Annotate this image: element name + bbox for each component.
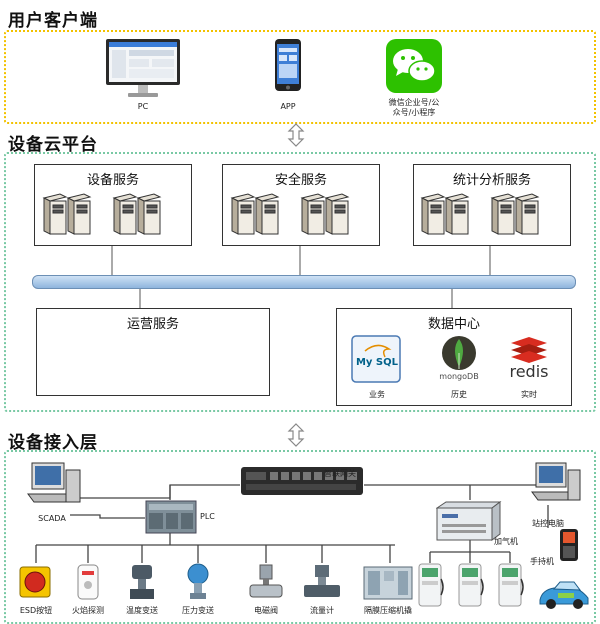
device-label: 火焰探测 [72,606,104,615]
server-icon [420,190,476,236]
operations-service-title: 运营服务 [126,317,179,332]
double-arrow-icon [287,123,305,147]
device-label: 压力变送 [182,606,214,615]
plc-label: PLC [200,512,215,521]
app-client[interactable]: APP [268,38,308,111]
wechat-client[interactable]: 微信企业号/公 众号/小程序 [374,38,454,118]
redis-db[interactable]: redis 实时 [499,335,559,399]
flow-meter[interactable]: 流量计 [298,563,346,619]
server-icon [112,190,168,236]
phone-icon [275,39,301,91]
temperature-transmitter-icon [130,565,154,599]
device-label: 电磁阀 [254,606,278,615]
flame-detector[interactable]: 火焰探测 [64,563,112,619]
plc-device-icon [145,500,197,534]
mysql-text: My SQL [355,357,399,368]
gateway-label: 智联网关 [324,469,356,478]
server-icon [300,190,356,236]
esd-button-icon [19,566,51,598]
wechat-label-2: 众号/小程序 [392,108,436,117]
pc-client[interactable]: PC [104,38,182,111]
server-icon [42,190,98,236]
client-section-frame [4,30,596,124]
server-icon [490,190,546,236]
pressure-transmitter[interactable]: 压力变送 [174,563,222,619]
wechat-label-1: 微信企业号/公 [388,98,440,107]
datacenter-box[interactable]: 数据中心 My SQL 业务 mongoDB 历史 redis 实时 [336,308,572,406]
plc-controller[interactable] [145,500,197,534]
mysql-label: 业务 [369,390,385,399]
compressor-skid-icon [363,566,413,600]
pc-monitor-icon [106,39,180,97]
access-section-title: 设备接入层 [8,433,98,453]
analytics-service-title: 统计分析服务 [452,173,531,188]
device-label: 流量计 [310,606,334,615]
temperature-transmitter[interactable]: 温度变送 [118,563,166,619]
operations-service-box[interactable]: 运营服务 [36,308,270,396]
security-service-title: 安全服务 [274,173,327,188]
mongodb-text: mongoDB [439,372,479,381]
solenoid-valve-icon [249,564,283,598]
scada-computer-icon [27,462,81,503]
dispenser-label: 加气机 [494,537,518,546]
pc-label: PC [137,102,149,111]
smart-gateway[interactable] [240,464,364,498]
esd-button[interactable]: ESD按钮 [14,563,58,619]
mongodb-leaf-icon [442,336,476,370]
cloud-section-title: 设备云平台 [8,135,98,155]
station-computer[interactable] [528,462,584,506]
gas-dispenser-icon [458,563,484,607]
double-arrow-icon [287,423,305,447]
gateway-device-icon [241,467,363,495]
pressure-transmitter-icon [187,563,209,599]
station-computer-label: 站控电脑 [532,519,564,528]
client-section-title: 用户客户端 [8,11,98,31]
cloud-section-frame [4,152,596,412]
flame-detector-icon [77,564,99,600]
wechat-icon [386,39,442,93]
solenoid-valve[interactable]: 电磁阀 [242,563,290,619]
handheld-label: 手持机 [530,557,554,566]
handheld-terminal[interactable] [558,528,580,562]
server-icon [230,190,286,236]
redis-label: 实时 [521,390,537,399]
mongodb-db[interactable]: mongoDB 历史 [429,335,489,399]
redis-text: redis [509,362,549,381]
car-icon [536,578,592,610]
station-computer-icon [531,462,581,501]
flow-meter-icon [304,565,340,597]
device-label: 温度变送 [126,606,158,615]
mysql-logo-icon [351,335,401,383]
diaphragm-compressor[interactable]: 隔膜压缩机撬 [358,563,418,619]
service-bus [32,275,576,289]
scada-label: SCADA [38,514,66,523]
gas-dispenser-3[interactable] [496,563,526,607]
dispenser-controller[interactable] [436,500,502,542]
mysql-db[interactable]: My SQL 业务 [351,335,403,399]
handheld-icon [560,529,578,561]
gas-dispenser-2[interactable] [456,563,486,607]
device-service-title: 设备服务 [86,173,139,188]
datacenter-title: 数据中心 [427,317,480,332]
gas-dispenser-1[interactable] [416,563,446,607]
redis-logo-icon [511,337,547,363]
gas-dispenser-icon [498,563,524,607]
mongodb-label: 历史 [451,390,467,399]
app-label: APP [280,102,296,111]
industrial-pc-icon [436,501,502,541]
device-label: 隔膜压缩机撬 [364,606,412,615]
scada-station[interactable]: SCADA [26,462,86,526]
device-label: ESD按钮 [19,606,53,615]
gas-dispenser-icon [418,563,444,607]
